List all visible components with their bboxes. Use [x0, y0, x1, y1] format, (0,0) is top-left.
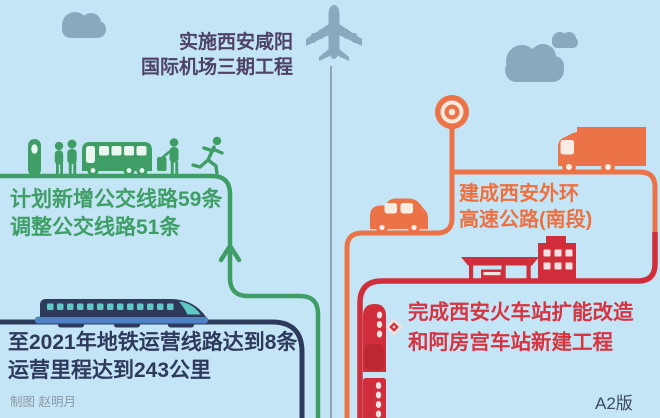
truck-icon	[558, 127, 646, 174]
credit-text: 制图 赵明月	[10, 395, 76, 409]
metro-route-line	[0, 319, 305, 418]
station-canopy-icon	[461, 257, 539, 281]
airport-annotation-line2: 国际机场三期工程	[140, 57, 293, 78]
metro-annotation: 至2021年地铁运营线路达到8条 运营里程达到243公里	[8, 329, 297, 385]
page-label: A2版	[595, 394, 633, 413]
bus-icon	[82, 142, 152, 176]
highway-annotation-line2: 高速公路(南段)	[459, 209, 593, 231]
railway-route-line	[357, 232, 658, 418]
cloud-icon	[505, 44, 564, 82]
highway-annotation: 建成西安外环 高速公路(南段)	[459, 181, 592, 233]
highway-route-line	[344, 126, 455, 418]
metro-annotation-line2: 运营里程达到243公里	[8, 359, 212, 382]
bus-annotation-line1: 计划新增公交线路59条	[10, 188, 223, 211]
highway-annotation-line1: 建成西安外环	[459, 183, 579, 205]
suitcase-traveler-icon	[157, 138, 179, 175]
railway-annotation-line1: 完成西安火车站扩能改造	[408, 301, 634, 324]
runner-icon	[191, 136, 224, 176]
location-pin-icon	[435, 95, 469, 129]
railway-annotation-line2: 和阿房宫车站新建工程	[408, 331, 613, 354]
metro-train-icon	[35, 299, 208, 328]
cloud-icon	[552, 32, 578, 48]
airport-annotation: 实施西安咸阳 国际机场三期工程	[141, 30, 293, 80]
airplane-icon	[306, 5, 362, 61]
car-icon	[370, 198, 428, 234]
railway-train-icon	[363, 304, 403, 418]
metro-annotation-line1: 至2021年地铁运营线路达到8条	[8, 331, 298, 354]
bus-annotation: 计划新增公交线路59条 调整公交线路51条	[10, 186, 222, 242]
station-building-icon	[538, 236, 576, 281]
pedestrian-icon	[54, 139, 77, 176]
bus-annotation-line2: 调整公交线路51条	[10, 216, 181, 239]
railway-annotation: 完成西安火车站扩能改造 和阿房宫车站新建工程	[408, 298, 634, 358]
bus-stop-icon	[28, 139, 41, 176]
airport-annotation-line1: 实施西安咸阳	[178, 32, 293, 53]
up-arrow-icon	[218, 243, 242, 263]
bus-route-line	[0, 173, 321, 418]
highway-route-line	[452, 169, 658, 236]
cloud-icon	[62, 12, 106, 38]
